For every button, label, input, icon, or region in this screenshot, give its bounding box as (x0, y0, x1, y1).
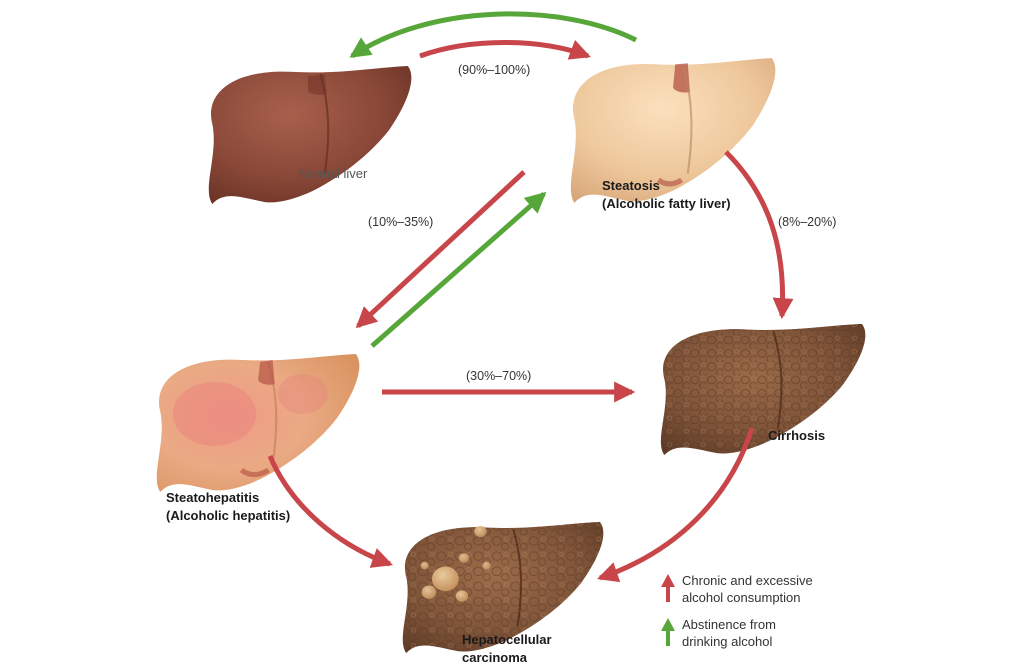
legend-green-line2: drinking alcohol (682, 634, 772, 649)
label-steatosis: Steatosis (602, 178, 660, 193)
tumor-nodules (420, 525, 491, 602)
arrow-cirrhosis-to-carcinoma (597, 427, 755, 583)
pct-steatohepatitis-to-cirrhosis: (30%–70%) (466, 369, 531, 383)
normal-liver-image (208, 66, 412, 204)
arrow-steatosis-to-cirrhosis (724, 150, 794, 320)
pct-steatosis-to-cirrhosis: (8%–20%) (778, 215, 836, 229)
arrow-steatosis-to-normal (349, 11, 638, 59)
label-cirrhosis: Cirrhosis (768, 428, 825, 443)
pct-steatosis-to-steatohepatitis: (10%–35%) (368, 215, 433, 229)
label-steatohepatitis-sub: (Alcoholic hepatitis) (166, 508, 290, 523)
legend: Chronic and excessive alcohol consumptio… (661, 573, 813, 649)
arrow-steatohepatitis-to-steatosis (370, 191, 547, 348)
cirrhosis-liver-image (660, 323, 866, 455)
label-steatosis-sub: (Alcoholic fatty liver) (602, 196, 731, 211)
fatty-liver-image (570, 58, 776, 203)
arrow-steatohepatitis-to-carcinoma (267, 455, 393, 568)
arrow-normal-to-steatosis (419, 39, 591, 60)
pct-normal-to-steatosis: (90%–100%) (458, 63, 530, 77)
up-arrow-red-icon (661, 574, 675, 602)
up-arrow-green-icon (661, 618, 675, 646)
legend-green-line1: Abstinence from (682, 617, 776, 632)
label-carcinoma: Hepatocellular (462, 632, 552, 647)
label-normal-liver: Normal liver (298, 166, 368, 181)
arrow-steatosis-to-steatohepatitis (355, 170, 526, 329)
carcinoma-liver-image (402, 521, 604, 653)
steatohepatitis-liver-image (156, 354, 360, 492)
label-carcinoma-sub: carcinoma (462, 650, 528, 665)
legend-red-line1: Chronic and excessive (682, 573, 813, 588)
legend-red-line2: alcohol consumption (682, 590, 801, 605)
label-steatohepatitis: Steatohepatitis (166, 490, 259, 505)
